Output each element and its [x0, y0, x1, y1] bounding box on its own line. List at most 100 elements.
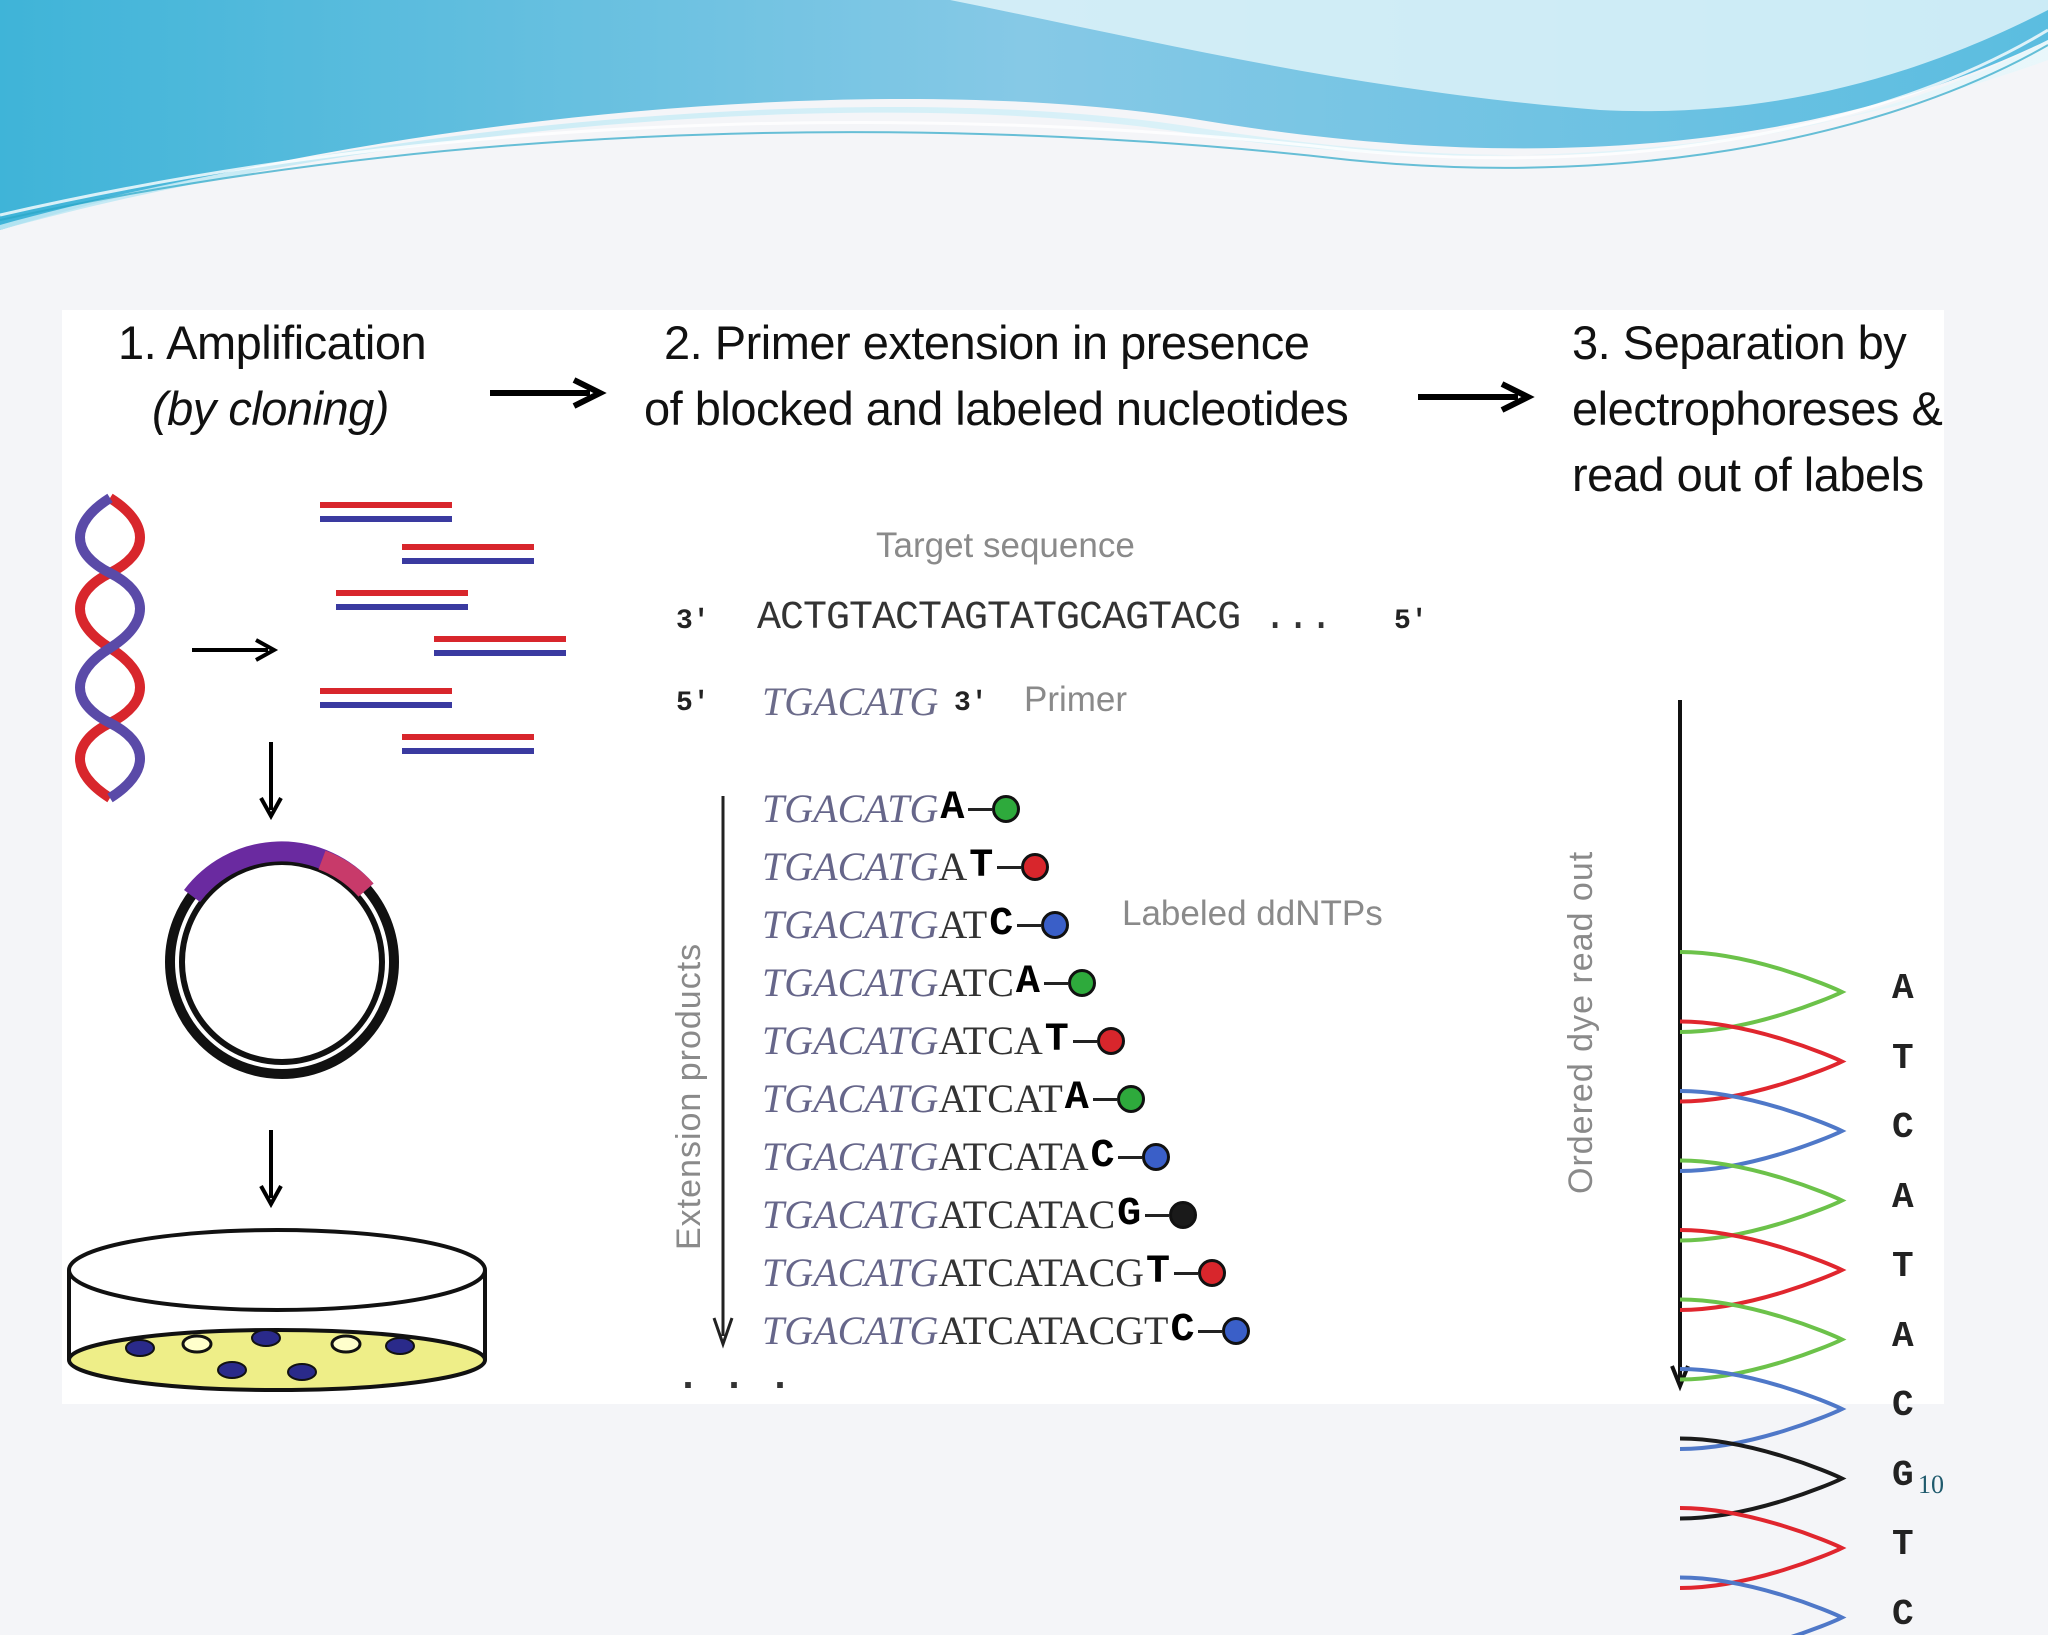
- dye-label-dot: [1068, 969, 1096, 997]
- step1-subtitle: (by cloning): [118, 376, 426, 442]
- electropherogram-trace: [1602, 760, 1862, 1400]
- called-base-label: A: [1892, 1177, 1914, 1218]
- step3-line3: read out of labels: [1572, 442, 1942, 508]
- trace-peak: [1680, 1091, 1842, 1171]
- sanger-sequencing-figure: 1. Amplification (by cloning) 2. Primer …: [62, 310, 1944, 1404]
- step2-heading: 2. Primer extension in presence of block…: [644, 310, 1348, 442]
- called-base-label: A: [1892, 968, 1914, 1009]
- product-primer: TGACATG: [762, 1190, 938, 1240]
- step2-subtitle: of blocked and labeled nucleotides: [644, 376, 1348, 442]
- dye-linker: [1174, 1272, 1198, 1275]
- dye-linker: [1073, 1040, 1097, 1043]
- step3-line2: electrophoreses &: [1572, 376, 1942, 442]
- primer-5prime: 5': [676, 688, 710, 719]
- target-sequence: ACTGTACTAGTATGCAGTACG ...: [757, 596, 1332, 641]
- called-base-label: G: [1892, 1455, 1914, 1496]
- called-base-label: C: [1892, 1385, 1914, 1426]
- product-extension: ATC: [938, 958, 1014, 1008]
- trace-peak: [1680, 1439, 1842, 1519]
- called-base-label: T: [1892, 1524, 1914, 1565]
- trace-peak: [1680, 1369, 1842, 1449]
- dye-linker: [1145, 1214, 1169, 1217]
- dye-linker: [997, 866, 1021, 869]
- target-sequence-label: Target sequence: [876, 526, 1135, 566]
- dye-linker: [1198, 1330, 1222, 1333]
- product-extension: ATCA: [938, 1016, 1042, 1066]
- dye-label-dot: [1097, 1027, 1125, 1055]
- product-extension: ATCAT: [938, 1074, 1062, 1124]
- arrow-down-to-petri-dish: [256, 1130, 286, 1210]
- dye-linker: [1118, 1156, 1142, 1159]
- called-base-label: A: [1892, 1316, 1914, 1357]
- dye-linker: [1017, 924, 1041, 927]
- product-extension: ATCATACGT: [938, 1306, 1168, 1356]
- product-primer: TGACATG: [762, 842, 938, 892]
- primer-sequence: TGACATG: [762, 678, 938, 725]
- called-base-label: C: [1892, 1107, 1914, 1148]
- product-terminal-base: C: [1090, 1132, 1114, 1182]
- labeled-ddntps-label: Labeled ddNTPs: [1122, 894, 1383, 934]
- product-primer: TGACATG: [762, 900, 938, 950]
- product-primer: TGACATG: [762, 1306, 938, 1356]
- trace-peak: [1680, 952, 1842, 1032]
- product-terminal-base: T: [1045, 1016, 1069, 1066]
- page-number: 10: [1918, 1470, 1944, 1500]
- product-primer: TGACATG: [762, 1074, 938, 1124]
- product-terminal-base: A: [1016, 958, 1040, 1008]
- product-extension: ATCATA: [938, 1132, 1088, 1182]
- dna-double-helix: [70, 498, 150, 798]
- primer-3prime: 3': [954, 688, 988, 719]
- cloning-arrow-right: [192, 635, 282, 665]
- product-terminal-base: A: [1065, 1074, 1089, 1124]
- dye-label-dot: [1117, 1085, 1145, 1113]
- fragment: [336, 590, 468, 610]
- fragment: [402, 544, 534, 564]
- step3-title: 3. Separation by: [1572, 310, 1942, 376]
- product-terminal-base: C: [989, 900, 1013, 950]
- header-wave-banner: [0, 0, 2048, 240]
- trace-peak: [1680, 1161, 1842, 1241]
- arrow-step2-to-step3: [1418, 382, 1538, 412]
- trace-peak: [1680, 1508, 1842, 1588]
- primer-label: Primer: [1024, 680, 1127, 720]
- product-primer: TGACATG: [762, 958, 938, 1008]
- product-primer: TGACATG: [762, 1132, 938, 1182]
- extension-ellipsis: . . .: [676, 1356, 791, 1401]
- dye-label-dot: [1169, 1201, 1197, 1229]
- fragment: [320, 688, 452, 708]
- trace-peak: [1680, 1022, 1842, 1102]
- called-base-label: T: [1892, 1038, 1914, 1079]
- product-terminal-base: A: [940, 784, 964, 834]
- called-base-label: C: [1892, 1594, 1914, 1635]
- dye-linker: [968, 808, 992, 811]
- product-primer: TGACATG: [762, 1016, 938, 1066]
- dye-label-dot: [992, 795, 1020, 823]
- dye-linker: [1044, 982, 1068, 985]
- dye-label-dot: [1041, 911, 1069, 939]
- dye-label-dot: [1021, 853, 1049, 881]
- amplified-dna-fragments: [320, 502, 580, 792]
- extension-products-arrow: [708, 796, 738, 1356]
- plasmid-vector: [152, 832, 412, 1092]
- trace-peak: [1680, 1230, 1842, 1310]
- dye-label-dot: [1222, 1317, 1250, 1345]
- fragment: [402, 734, 534, 754]
- called-base-label: T: [1892, 1246, 1914, 1287]
- product-extension: AT: [938, 900, 987, 950]
- fragment: [434, 636, 566, 656]
- target-3prime: 3': [676, 606, 710, 637]
- trace-peak: [1680, 1300, 1842, 1380]
- dye-readout-axis-label: Ordered dye read out: [1562, 851, 1601, 1194]
- target-5prime: 5': [1394, 606, 1428, 637]
- step3-heading: 3. Separation by electrophoreses & read …: [1572, 310, 1942, 508]
- step1-heading: 1. Amplification (by cloning): [118, 310, 426, 442]
